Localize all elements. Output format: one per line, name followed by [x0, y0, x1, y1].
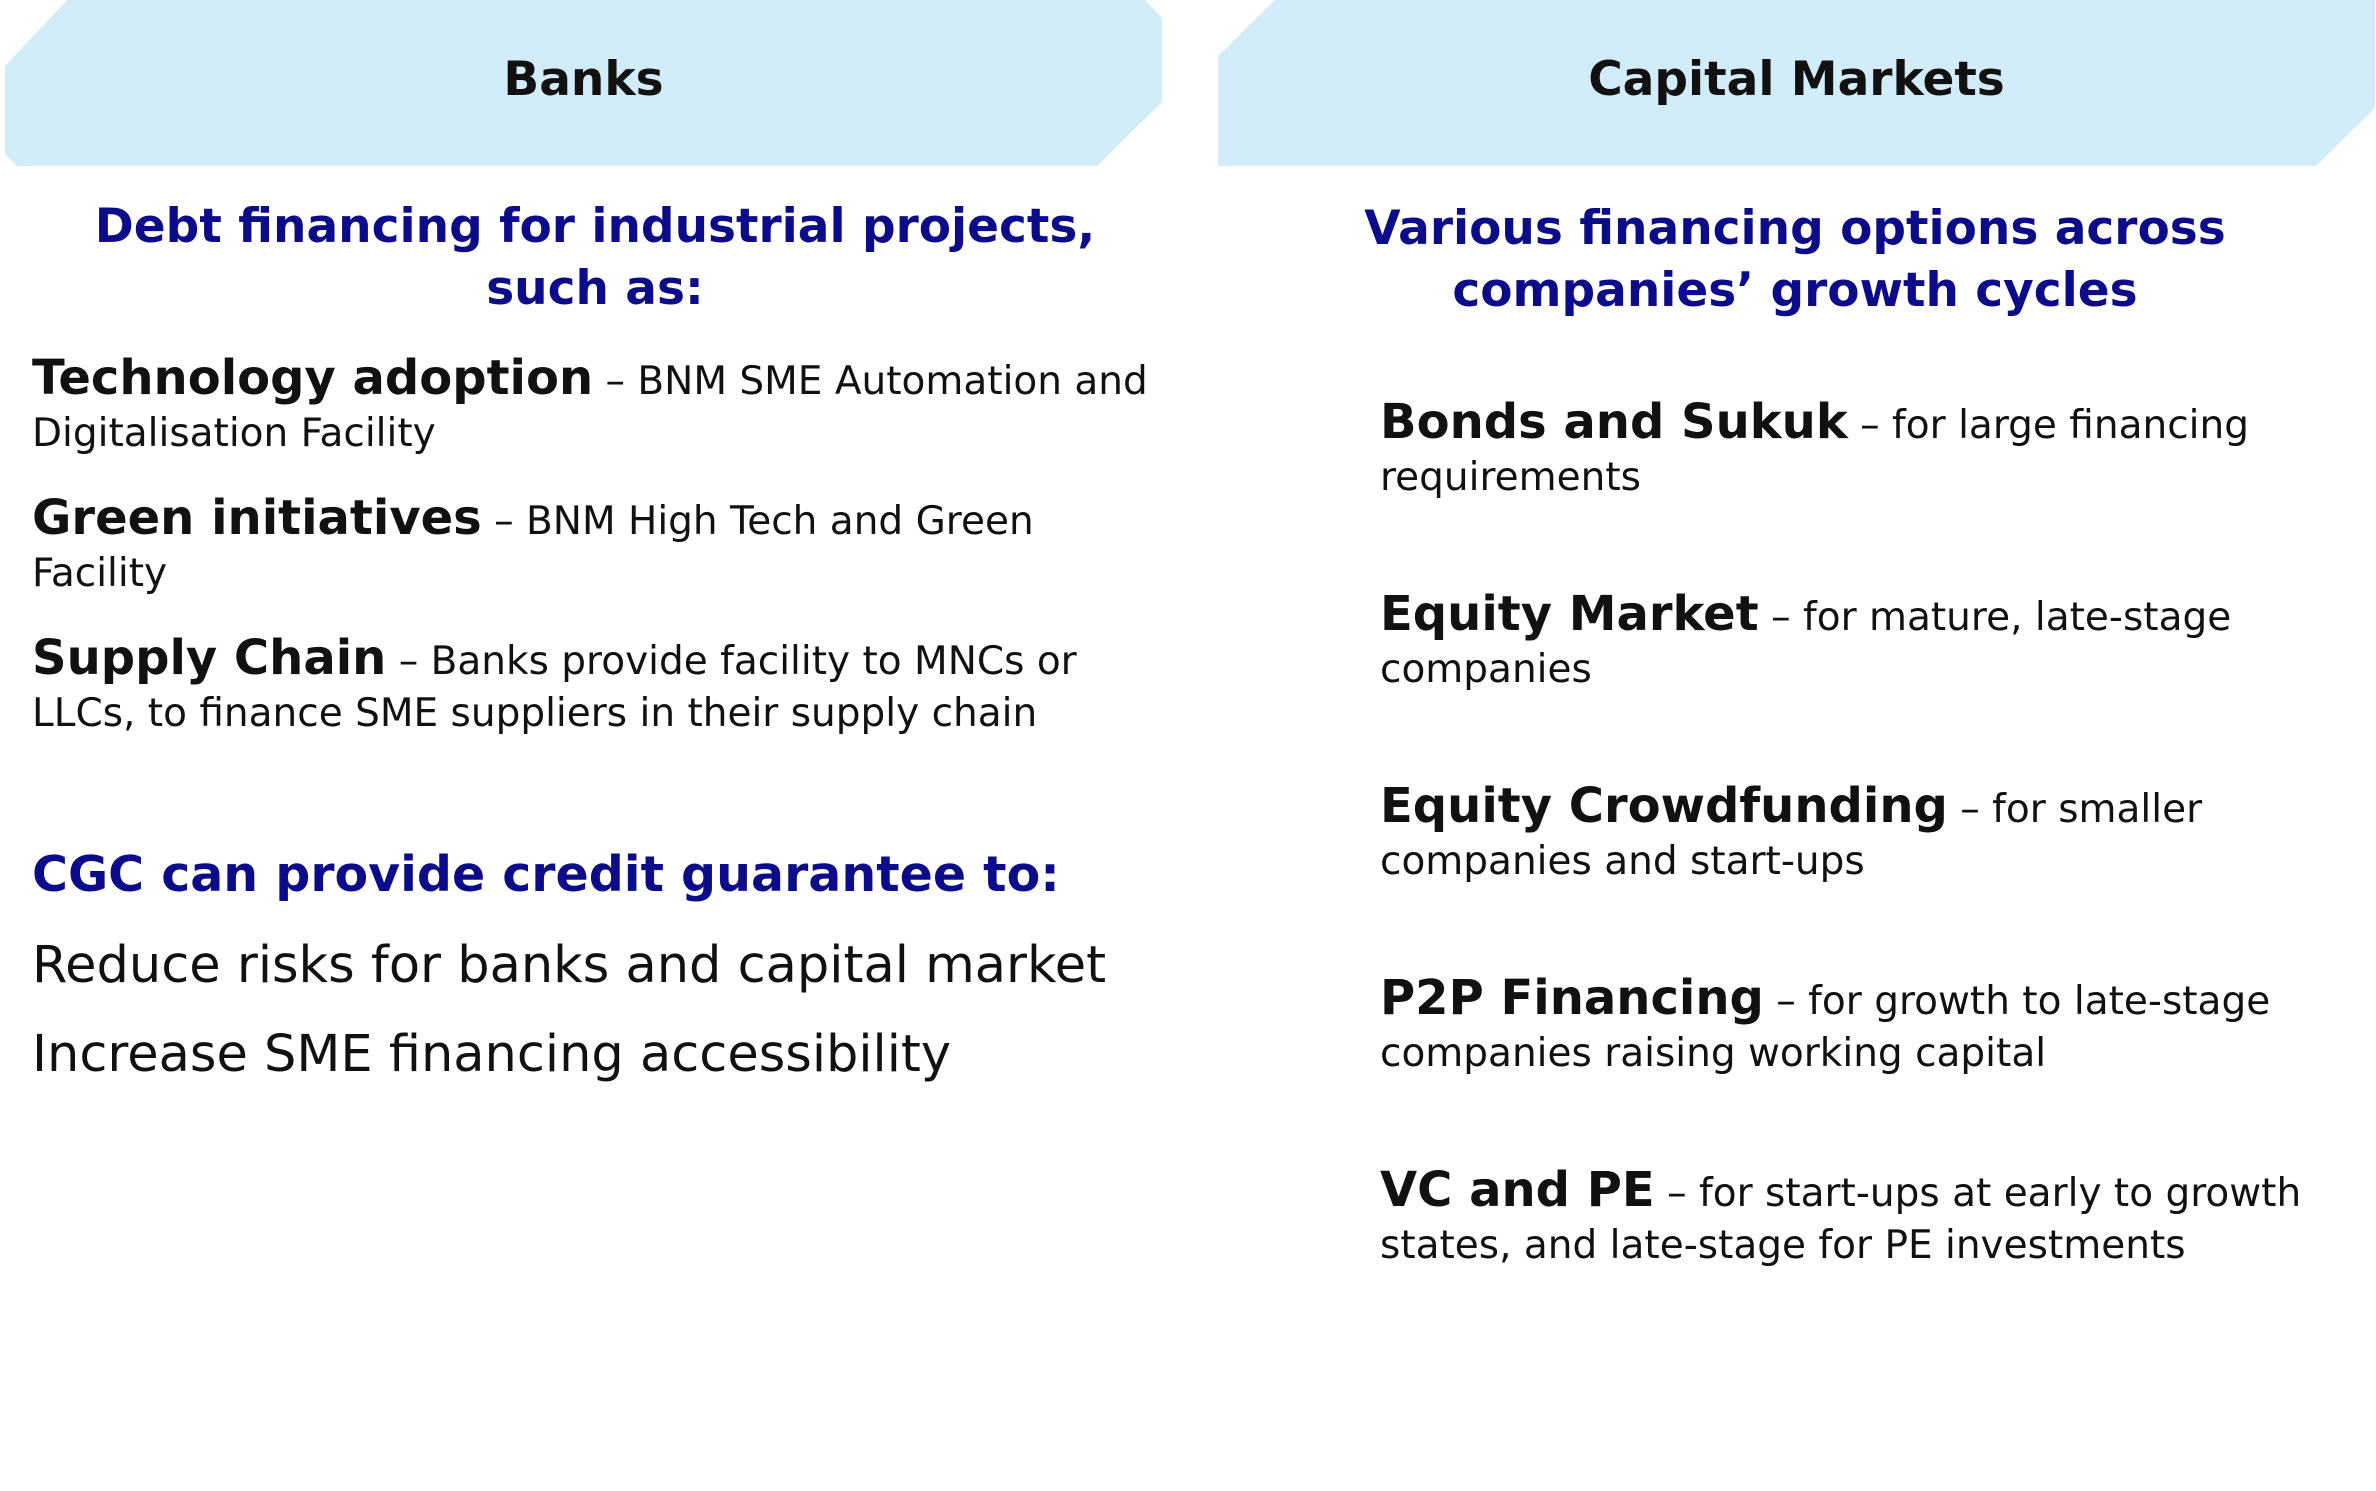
banks-banner-shape	[5, 0, 1162, 166]
capital-markets-item-desc: – for smaller companies and start-ups	[1380, 787, 2203, 884]
capital-markets-item-label: VC and PE	[1380, 1162, 1655, 1218]
banks-banner: Banks	[5, 0, 1162, 166]
capital-markets-banner-shape	[1218, 0, 2375, 166]
capital-markets-item-desc: – for growth to late-stage companies rai…	[1380, 979, 2271, 1076]
capital-markets-banner: Capital Markets	[1218, 0, 2375, 166]
capital-markets-item-label: Equity Crowdfunding	[1380, 778, 1948, 834]
banks-item: Technology adoption – BNM SME Automation…	[32, 352, 1162, 460]
capital-markets-item: P2P Financing – for growth to late-stage…	[1380, 972, 2360, 1080]
banks-title: Banks	[503, 52, 664, 107]
capital-markets-item: Equity Crowdfunding – for smaller compan…	[1380, 780, 2360, 888]
capital-markets-item-desc: – for large financing requirements	[1380, 403, 2249, 500]
capital-markets-subheading: Various financing options across compani…	[1364, 201, 2226, 318]
banks-item-label: Technology adoption	[32, 350, 594, 406]
capital-markets-item: Bonds and Sukuk – for large financing re…	[1380, 396, 2360, 504]
capital-markets-title: Capital Markets	[1588, 52, 2005, 107]
banks-item: Green initiatives – BNM High Tech and Gr…	[32, 492, 1162, 600]
banks-item-desc: – Banks provide facility to MNCs or LLCs…	[32, 639, 1077, 736]
banks-item-desc: – BNM SME Automation and Digitalisation …	[32, 359, 1148, 456]
banks-item-label: Green initiatives	[32, 490, 482, 546]
banks-subheading: Debt financing for industrial projects, …	[94, 199, 1096, 316]
capital-markets-item-label: P2P Financing	[1380, 970, 1764, 1026]
banks-item: Supply Chain – Banks provide facility to…	[32, 632, 1162, 740]
capital-markets-item-desc: – for mature, late-stage companies	[1380, 595, 2232, 692]
capital-markets-item: Equity Market – for mature, late-stage c…	[1380, 588, 2360, 696]
capital-markets-item: VC and PE – for start-ups at early to gr…	[1380, 1164, 2370, 1272]
cgc-benefit: Reduce risks for banks and capital marke…	[32, 936, 1107, 995]
cgc-benefit: Increase SME financing accessibility	[32, 1025, 952, 1084]
banks-item-label: Supply Chain	[32, 630, 387, 686]
capital-markets-item-label: Bonds and Sukuk	[1380, 394, 1848, 450]
cgc-heading: CGC can provide credit guarantee to:	[32, 846, 1060, 903]
banks-item-desc: – BNM High Tech and Green Facility	[32, 499, 1034, 596]
capital-markets-item-label: Equity Market	[1380, 586, 1759, 642]
capital-markets-item-desc: – for start-ups at early to growth state…	[1380, 1171, 2302, 1268]
